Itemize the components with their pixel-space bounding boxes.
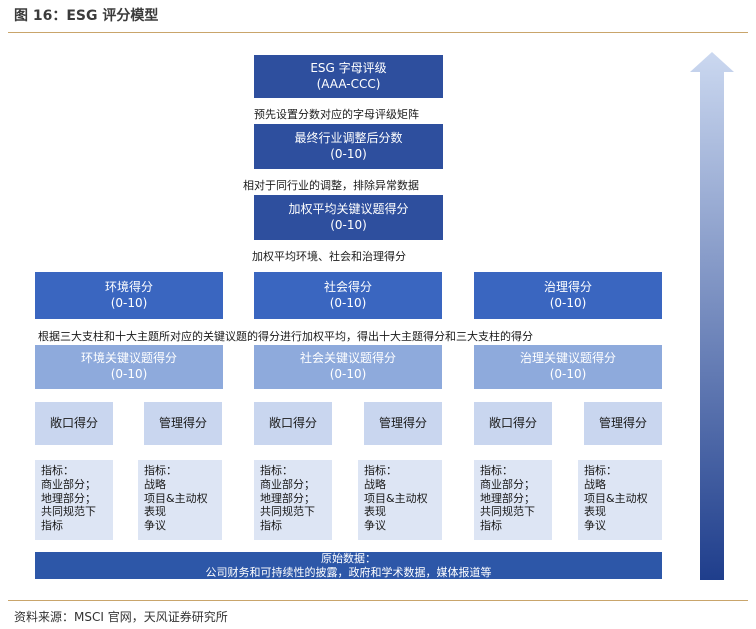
esg-rating-range: (AAA-CCC) [316, 76, 381, 91]
governance-key-issue-box: 治理关键议题得分 (0-10) [474, 345, 662, 389]
key-issue-label: 社会关键议题得分 [299, 351, 396, 366]
final-score-label: 最终行业调整后分数 [294, 130, 403, 145]
rating-matrix-caption: 预先设置分数对应的字母评级矩阵 [254, 108, 419, 121]
exposure-score-box: 敞口得分 [254, 402, 332, 445]
pillar-caption: 根据三大支柱和十大主题所对应的关键议题的得分进行加权平均，得出十大主题得分和三大… [38, 330, 533, 343]
environment-pillar-box: 环境得分 (0-10) [35, 272, 223, 319]
weighted-caption: 加权平均环境、社会和治理得分 [252, 250, 406, 263]
environment-key-issue-box: 环境关键议题得分 (0-10) [35, 345, 223, 389]
management-indicators: 指标： 战略 项目&主动权 表现 争议 [578, 460, 662, 540]
exposure-score-box: 敞口得分 [474, 402, 552, 445]
weighted-score-box: 加权平均关键议题得分 (0-10) [254, 195, 443, 240]
pillar-range: (0-10) [110, 295, 148, 310]
management-indicators: 指标： 战略 项目&主动权 表现 争议 [358, 460, 442, 540]
exposure-indicators: 指标： 商业部分； 地理部分； 共同规范下 指标 [35, 460, 113, 540]
key-issue-label: 环境关键议题得分 [80, 351, 177, 366]
pillar-range: (0-10) [549, 295, 587, 310]
exposure-indicators: 指标： 商业部分； 地理部分； 共同规范下 指标 [254, 460, 332, 540]
key-issue-range: (0-10) [329, 367, 367, 381]
source-note: 资料来源：MSCI 官网，天风证券研究所 [14, 610, 228, 624]
weighted-score-label: 加权平均关键议题得分 [288, 201, 409, 216]
key-issue-range: (0-10) [110, 367, 148, 381]
final-score-range: (0-10) [330, 146, 367, 161]
raw-data-sources: 公司财务和可持续性的披露，政府和学术数据，媒体报道等 [205, 565, 492, 579]
management-score-box: 管理得分 [144, 402, 222, 445]
management-score-box: 管理得分 [364, 402, 442, 445]
exposure-indicators: 指标： 商业部分； 地理部分； 共同规范下 指标 [474, 460, 552, 540]
figure-title: 图 16：ESG 评分模型 [14, 8, 159, 24]
pillar-label: 环境得分 [104, 279, 153, 294]
bottom-rule [8, 600, 748, 601]
social-pillar-box: 社会得分 (0-10) [254, 272, 442, 319]
management-indicators: 指标： 战略 项目&主动权 表现 争议 [138, 460, 222, 540]
raw-data-box: 原始数据： 公司财务和可持续性的披露，政府和学术数据，媒体报道等 [35, 552, 662, 579]
governance-pillar-box: 治理得分 (0-10) [474, 272, 662, 319]
social-key-issue-box: 社会关键议题得分 (0-10) [254, 345, 442, 389]
industry-adjust-caption: 相对于同行业的调整，排除异常数据 [243, 179, 419, 192]
final-score-box: 最终行业调整后分数 (0-10) [254, 124, 443, 169]
management-score-box: 管理得分 [584, 402, 662, 445]
esg-rating-box: ESG 字母评级 (AAA-CCC) [254, 55, 443, 98]
pillar-range: (0-10) [329, 295, 367, 310]
top-rule [8, 32, 748, 33]
raw-data-title: 原始数据： [321, 551, 376, 565]
key-issue-label: 治理关键议题得分 [519, 351, 616, 366]
exposure-score-box: 敞口得分 [35, 402, 113, 445]
pillar-label: 治理得分 [543, 279, 592, 294]
weighted-score-range: (0-10) [330, 217, 367, 232]
pillar-label: 社会得分 [323, 279, 372, 294]
key-issue-range: (0-10) [549, 367, 587, 381]
up-arrow-icon [690, 52, 734, 580]
esg-rating-label: ESG 字母评级 [310, 60, 387, 75]
